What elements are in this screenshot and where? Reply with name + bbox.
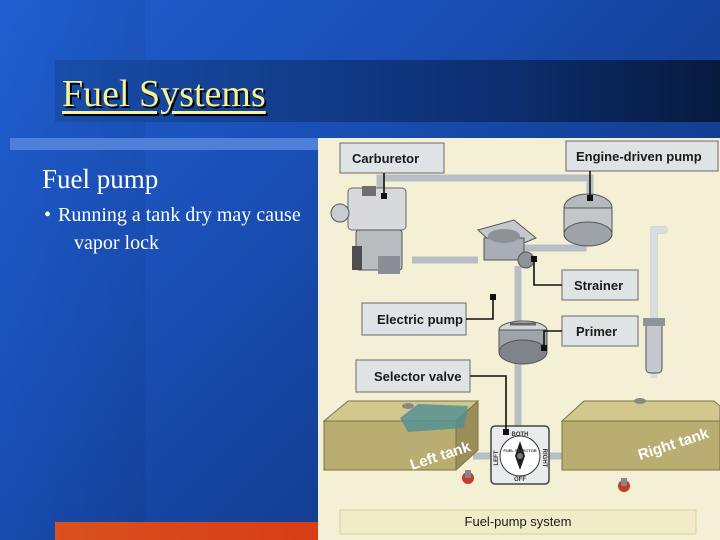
selector-dial — [490, 425, 550, 485]
caption-band — [339, 509, 697, 535]
leader-markers — [381, 193, 593, 435]
label-box-electric-pump: Electric pump — [361, 302, 467, 336]
label-box-carburetor: Carburetor — [339, 142, 445, 174]
left-drain-valve — [462, 470, 474, 484]
slide-title: Fuel Systems — [62, 73, 266, 115]
label-box-primer: Primer — [561, 315, 639, 347]
primer-label: Primer — [576, 324, 617, 339]
title-bar — [55, 60, 720, 122]
label-box-engine-driven-pump: Engine-driven pump — [565, 140, 719, 172]
dial-off-label: OFF — [514, 477, 526, 483]
dial-ring-label: FUEL SELECTOR — [503, 448, 536, 453]
selector-valve-label: Selector valve — [374, 369, 461, 384]
bullet-item: • Running a tank dry may cause vapor loc… — [44, 201, 314, 257]
left-tank-part — [322, 399, 480, 472]
bullet-text: Running a tank dry may cause vapor lock — [58, 204, 301, 254]
carburetor-part — [330, 186, 407, 274]
carburetor-label: Carburetor — [352, 151, 419, 166]
electric-pump-label: Electric pump — [377, 312, 463, 327]
electric-pump-part — [498, 320, 548, 365]
primer-part — [643, 318, 665, 374]
dial-left-label: LEFT — [494, 450, 500, 465]
strainer-part — [476, 219, 537, 269]
dial-right-label: RIGHT — [541, 449, 547, 468]
engine-driven-pump-part — [563, 193, 613, 247]
label-box-strainer: Strainer — [561, 269, 639, 301]
dial-both-label: BOTH — [512, 432, 529, 438]
right-tank-part — [560, 398, 720, 471]
strainer-label: Strainer — [574, 278, 623, 293]
diagram-caption: Fuel-pump system — [465, 514, 572, 529]
fuel-pump-diagram: Carburetor Engine-driven pump Strainer E… — [318, 138, 720, 540]
bullet-symbol: • — [44, 204, 52, 226]
label-box-selector-valve: Selector valve — [355, 359, 471, 393]
fuel-line-carb-to-pump — [376, 174, 594, 208]
content-heading: Fuel pump — [42, 164, 159, 194]
diagram-svg: Carburetor Engine-driven pump Strainer E… — [322, 140, 720, 535]
engine-driven-pump-label: Engine-driven pump — [576, 149, 702, 164]
right-drain-valve — [618, 478, 630, 492]
leader-lines — [383, 171, 591, 432]
